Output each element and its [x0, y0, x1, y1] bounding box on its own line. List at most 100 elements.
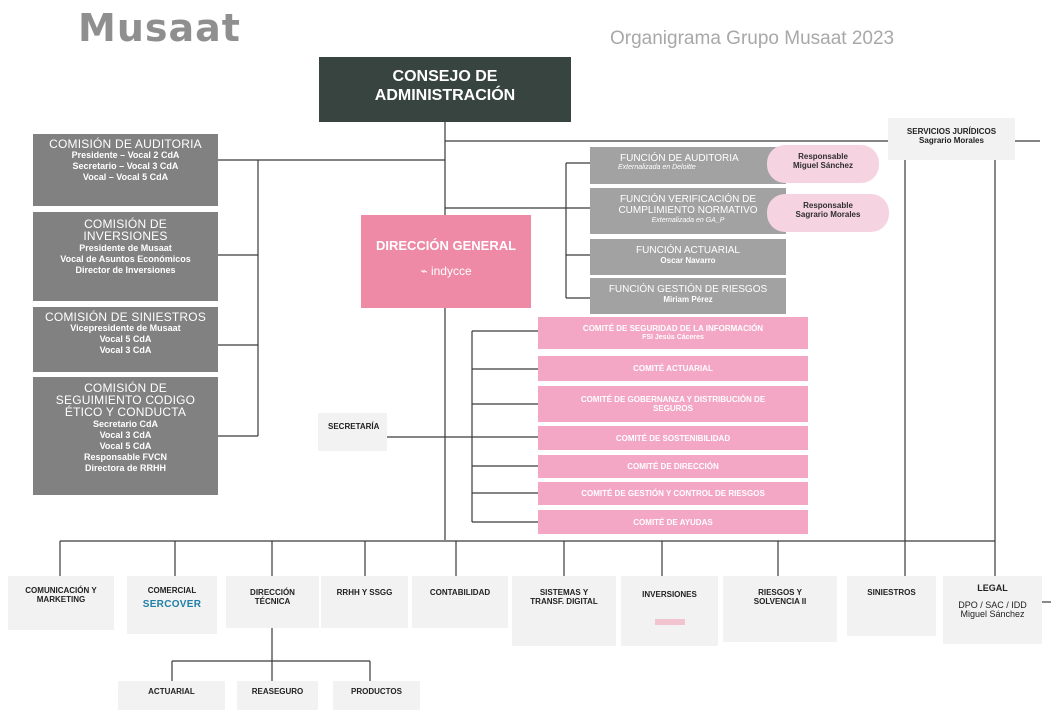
department-title: COMERCIAL [147, 586, 197, 595]
responsable-badge: Responsable Miguel Sánchez [767, 145, 879, 183]
committee-title: COMITÉ DE GESTIÓN Y CONTROL DE RIESGOS [581, 489, 765, 498]
department-box: SINIESTROS [847, 576, 936, 636]
function-subtitle: Oscar Navarro [660, 256, 716, 265]
commission-member: Vocal de Asuntos Económicos [60, 254, 191, 264]
department-title: CONTABILIDAD [429, 588, 491, 597]
subunit-box: REASEGURO [237, 681, 318, 710]
subunit-box: PRODUCTOS [333, 681, 420, 710]
function-actuarial: FUNCIÓN ACTUARIAL Oscar Navarro [590, 239, 786, 275]
commission-member: Secretario – Vocal 3 CdA [72, 161, 179, 171]
commission-title: COMISIÓN DE SINIESTROS [44, 310, 207, 324]
responsable-label: Responsable [798, 152, 848, 161]
servicios-juridicos-name: Sagrario Morales [919, 136, 984, 145]
committee-title: COMITÉ DE SOSTENIBILIDAD [615, 433, 731, 443]
subunit-title: ACTUARIAL [148, 687, 195, 696]
responsable-name: Miguel Sánchez [792, 161, 853, 170]
commission-audit: COMISIÓN DE AUDITORIA Presidente – Vocal… [33, 134, 218, 206]
inversiones-logo [654, 619, 685, 625]
direccion-general-title: DIRECCIÓN GENERAL [375, 238, 517, 253]
department-title: LEGAL [977, 583, 1008, 593]
committee-box: COMITÉ DE DIRECCIÓN [538, 455, 808, 478]
musaat-logo: Musaat [78, 6, 241, 50]
commission-ethics: COMISIÓN DE SEGUIMIENTO CODIGO ÉTICO Y C… [33, 377, 218, 495]
committee-box: COMITÉ DE GOBERNANZA Y DISTRIBUCIÓN DE S… [538, 386, 808, 422]
department-person: Miguel Sánchez [960, 609, 1025, 619]
board-box: CONSEJO DE ADMINISTRACIÓN [319, 57, 571, 122]
committee-subtitle: FSI Jesús Cáceres [642, 334, 704, 341]
commission-member: Presidente – Vocal 2 CdA [71, 150, 180, 160]
sercover-logo: SERCOVER [142, 599, 202, 610]
department-title: INVERSIONES [642, 590, 697, 599]
function-title: FUNCIÓN DE AUDITORIA [620, 153, 739, 164]
committee-box: COMITÉ DE GESTIÓN Y CONTROL DE RIESGOS [538, 482, 808, 505]
commission-member: Vocal 5 CdA [99, 441, 152, 451]
board-line-1: CONSEJO DE [392, 68, 498, 85]
department-box: COMUNICACIÓN Y MARKETING [8, 576, 114, 630]
department-title: RRHH Y SSGG [336, 588, 393, 597]
department-box: LEGAL DPO / SAC / IDD Miguel Sánchez [943, 576, 1042, 644]
department-box: SISTEMAS Y TRANSF. DIGITAL [512, 576, 616, 646]
function-title: FUNCIÓN GESTIÓN DE RIESGOS [608, 284, 768, 295]
department-box: CONTABILIDAD [412, 576, 508, 628]
commission-member: Vicepresidente de Musaat [70, 323, 181, 333]
commission-member: Director de Inversiones [75, 265, 176, 275]
board-line-2: ADMINISTRACIÓN [374, 87, 516, 104]
function-risk: FUNCIÓN GESTIÓN DE RIESGOS Miriam Pérez [590, 278, 786, 314]
committee-box: COMITÉ DE AYUDAS [538, 510, 808, 534]
responsable-name: Sagrario Morales [795, 210, 861, 219]
commission-member: Vocal 3 CdA [99, 345, 152, 355]
function-subtitle: Externalizada en Deloitte [618, 164, 696, 171]
function-audit: FUNCIÓN DE AUDITORIA Externalizada en De… [590, 147, 786, 184]
department-subtitle: DPO / SAC / IDD [958, 600, 1027, 610]
commission-investments: COMISIÓN DE INVERSIONES Presidente de Mu… [33, 212, 218, 301]
servicios-juridicos-box: SERVICIOS JURÍDICOS Sagrario Morales [888, 118, 1015, 160]
commission-member: Presidente de Musaat [79, 243, 172, 253]
function-title: FUNCIÓN VERIFICACIÓN DE CUMPLIMIENTO NOR… [618, 194, 758, 216]
function-subtitle: Miriam Pérez [663, 295, 713, 304]
chart-title: Organigrama Grupo Musaat 2023 [610, 28, 895, 49]
indycce-logo: ⌁ indycce [361, 264, 531, 278]
committee-box: COMITÉ ACTUARIAL [538, 356, 808, 381]
department-box: INVERSIONES [621, 576, 718, 646]
department-title: COMUNICACIÓN Y MARKETING [25, 586, 97, 604]
function-title: FUNCIÓN ACTUARIAL [636, 245, 740, 256]
committee-title: COMITÉ DE DIRECCIÓN [627, 462, 719, 471]
commission-member: Responsable FVCN [83, 452, 168, 462]
indycce-logo-text: indycce [430, 264, 472, 278]
department-title: SISTEMAS Y TRANSF. DIGITAL [530, 588, 598, 606]
department-title: RIESGOS Y SOLVENCIA II [753, 588, 807, 606]
commission-claims: COMISIÓN DE SINIESTROS Vicepresidente de… [33, 307, 218, 372]
department-box: DIRECCIÓN TÉCNICA [226, 576, 319, 628]
department-title: DIRECCIÓN TÉCNICA [250, 588, 295, 606]
commission-title: COMISIÓN DE INVERSIONES [83, 217, 168, 243]
subunit-title: REASEGURO [251, 687, 304, 696]
commission-title: COMISIÓN DE AUDITORIA [49, 137, 202, 151]
department-box: COMERCIAL SERCOVER [127, 576, 217, 634]
responsable-label: Responsable [803, 201, 853, 210]
commission-member: Vocal 3 CdA [99, 430, 152, 440]
committee-box: COMITÉ DE SOSTENIBILIDAD [538, 426, 808, 450]
commission-member: Vocal – Vocal 5 CdA [82, 172, 169, 182]
commission-title: COMISIÓN DE SEGUIMIENTO CODIGO ÉTICO Y C… [55, 381, 196, 419]
committee-title: COMITÉ DE GOBERNANZA Y DISTRIBUCIÓN DE S… [580, 395, 766, 413]
subunit-box: ACTUARIAL [118, 681, 225, 710]
commission-member: Directora de RRHH [84, 463, 167, 473]
function-compliance: FUNCIÓN VERIFICACIÓN DE CUMPLIMIENTO NOR… [590, 188, 786, 234]
committee-box: COMITÉ DE SEGURIDAD DE LA INFORMACIÓN FS… [538, 317, 808, 349]
department-title: SINIESTROS [867, 588, 916, 597]
committee-title: COMITÉ DE SEGURIDAD DE LA INFORMACIÓN [582, 324, 764, 333]
function-subtitle: Externalizada en GA_P [651, 217, 725, 224]
indycce-logo-icon: ⌁ [420, 264, 431, 278]
subunit-title: PRODUCTOS [351, 687, 402, 696]
committee-title: COMITÉ DE AYUDAS [633, 517, 713, 527]
servicios-juridicos-title: SERVICIOS JURÍDICOS [906, 127, 997, 136]
commission-member: Secretario CdA [92, 419, 159, 429]
department-box: RRHH Y SSGG [321, 576, 408, 628]
commission-member: Vocal 5 CdA [99, 334, 152, 344]
direccion-general-box: DIRECCIÓN GENERAL ⌁ indycce [361, 215, 531, 308]
department-box: RIESGOS Y SOLVENCIA II [723, 576, 837, 642]
secretaria-box: SECRETARÍA [318, 413, 387, 451]
responsable-badge: Responsable Sagrario Morales [767, 194, 889, 232]
committee-title: COMITÉ ACTUARIAL [633, 364, 713, 373]
